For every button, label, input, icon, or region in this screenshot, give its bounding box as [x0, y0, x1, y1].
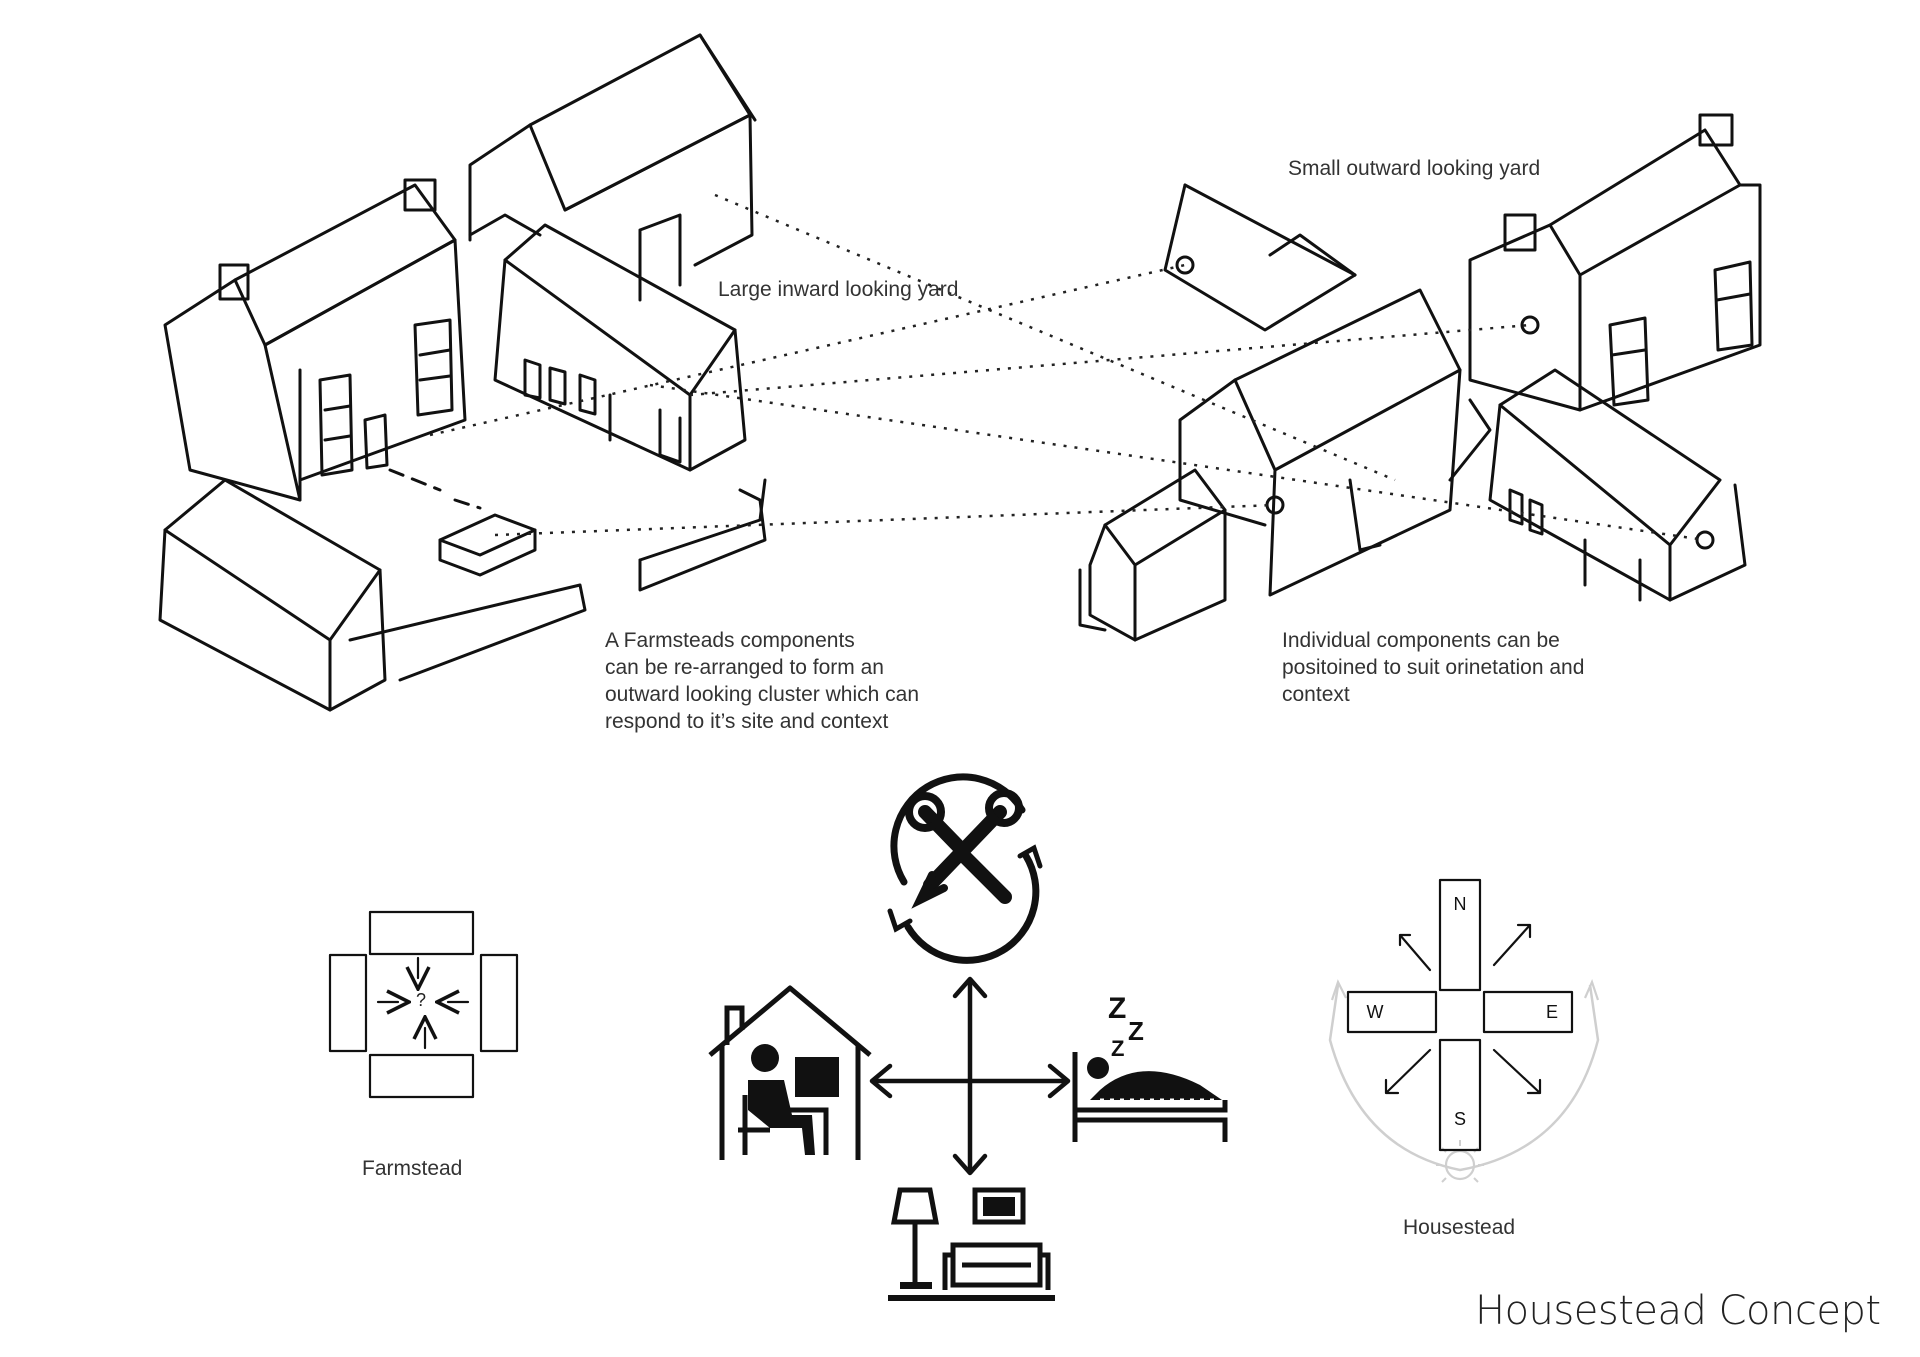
farmstead-block-west — [330, 955, 366, 1051]
housestead-cluster-sketch — [1080, 115, 1760, 640]
barn-middle-sketch — [470, 215, 745, 470]
sleep-z3: Z — [1111, 1036, 1124, 1061]
lean-to-sketch — [1080, 470, 1225, 640]
small-yard-label: Small outward looking yard — [1288, 155, 1540, 182]
arrow-ne-icon — [1494, 925, 1530, 965]
farmstead-block-north — [370, 912, 473, 954]
sun-icon — [1446, 1151, 1474, 1179]
farmstead-center-mark: ? — [416, 990, 426, 1010]
barn-central-sketch — [1180, 290, 1460, 595]
sleep-icon: Z Z Z — [1075, 992, 1225, 1142]
farmstead-label: Farmstead — [362, 1155, 462, 1182]
farmstead-components-note: A Farmsteads components can be re-arrang… — [605, 627, 919, 735]
work-from-home-icon — [710, 988, 870, 1160]
large-yard-label: Large inward looking yard — [718, 276, 958, 303]
compass-west: W — [1367, 1002, 1384, 1022]
compass-north: N — [1454, 894, 1467, 914]
farmstead-cluster-sketch — [160, 35, 765, 710]
wing-west — [1348, 992, 1436, 1032]
wing-east — [1484, 992, 1572, 1032]
housestead-label: Housestead — [1403, 1214, 1515, 1241]
arrow-sw-icon — [1386, 1050, 1430, 1093]
farmstead-block-east — [481, 955, 517, 1051]
farmstead-block-south — [370, 1055, 473, 1097]
arrow-se-icon — [1494, 1050, 1540, 1093]
wing-south — [1440, 1040, 1480, 1150]
compass-south: S — [1454, 1109, 1466, 1129]
barn-bottom-sketch — [160, 480, 585, 710]
yard-sketch — [390, 470, 765, 590]
housestead-diagram: N S W E — [1330, 880, 1598, 1182]
maintenance-icon — [890, 777, 1040, 960]
arrow-nw-icon — [1400, 935, 1430, 970]
life-icons: Z Z Z — [710, 777, 1225, 1298]
sleep-z1: Z — [1108, 992, 1126, 1025]
barn-north-sketch — [1165, 185, 1355, 330]
compass-east: E — [1546, 1002, 1558, 1022]
connector-arrows — [872, 979, 1068, 1173]
page-title: Housestead Concept — [1475, 1288, 1881, 1334]
barn-top-sketch — [470, 35, 755, 300]
main-house-sketch — [165, 180, 465, 500]
individual-components-note: Individual components can be positoined … — [1282, 627, 1584, 708]
sleep-z2: Z — [1128, 1016, 1144, 1046]
connection-lines — [430, 195, 1705, 540]
living-room-icon — [888, 1190, 1055, 1298]
